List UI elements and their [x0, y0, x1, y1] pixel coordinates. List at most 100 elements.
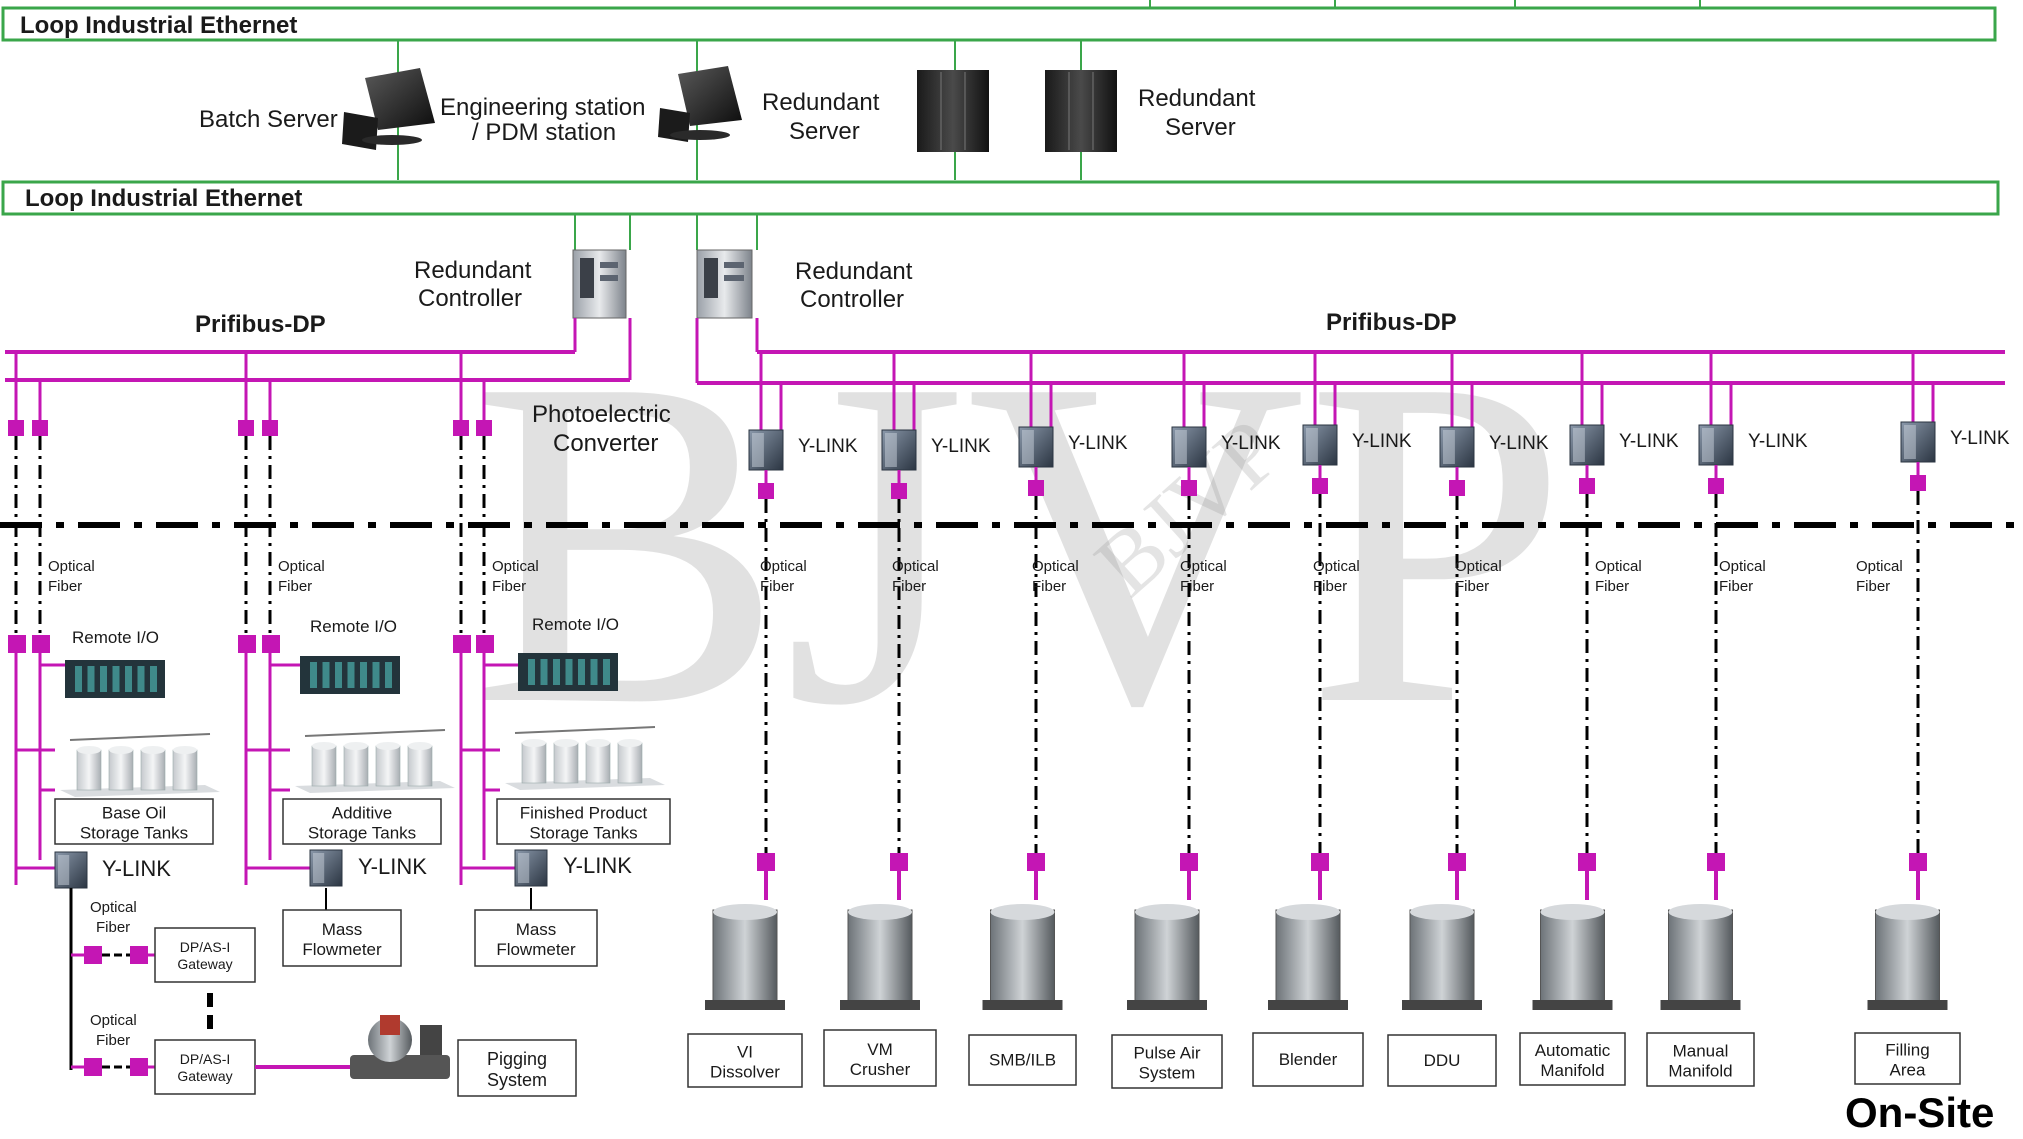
redundant-server-2: Redundant Server [1045, 70, 1256, 152]
pigging-system-box: PiggingSystem [458, 1040, 576, 1096]
equipment-base [1268, 1000, 1348, 1010]
y-link-module-icon [310, 850, 342, 886]
watermark-text: BJVP [470, 281, 1567, 802]
ethernet-top-label: Loop Industrial Ethernet [20, 12, 297, 39]
y-link-module-icon [749, 430, 783, 470]
controller-right-label-2: Controller [800, 286, 904, 313]
ethernet-loop-top: Loop Industrial Ethernet [3, 0, 1995, 40]
right-branch-9: Y-LINKOpticalFiberFillingArea [1855, 352, 2010, 1084]
profibus-left: Prifibus-DP [195, 311, 326, 338]
connector-node [1448, 853, 1466, 871]
equipment-label-box-label-1: DDU [1424, 1051, 1461, 1070]
gateway-box-2: DP/AS-IGateway [155, 1040, 255, 1094]
remote-io-slot [310, 662, 317, 688]
tank [312, 746, 336, 786]
remote-io-label: Remote I/O [72, 628, 159, 647]
tank [376, 746, 400, 786]
y-link-module-icon [1699, 425, 1733, 465]
tank-label-box-label-2: Storage Tanks [80, 824, 188, 843]
equipment-body [848, 910, 912, 1005]
equipment-icon [1268, 904, 1348, 1010]
gateway-box-1-label-1: DP/AS-I [180, 939, 231, 955]
remote-io-label: Remote I/O [310, 617, 397, 636]
optical-fiber-label-2: Fiber [760, 578, 794, 595]
gateway-box-2-label-1: DP/AS-I [180, 1051, 231, 1067]
connector-node [1180, 853, 1198, 871]
tank-top [173, 746, 197, 754]
equipment-base [983, 1000, 1063, 1010]
equipment-label-box: DDU [1388, 1035, 1496, 1086]
mass-flowmeter-box-label-2: Flowmeter [496, 940, 576, 959]
optical-fiber-label-2: Fiber [1595, 578, 1629, 595]
remote-io-slot [323, 662, 330, 688]
equipment-label-box: VMCrusher [824, 1030, 936, 1086]
connector-node [1028, 480, 1044, 496]
optical-fiber-label-1: Optical [492, 558, 539, 575]
tank-top [376, 742, 400, 750]
equipment-label-box-label-1: Automatic [1535, 1041, 1611, 1060]
tank-pipe [305, 730, 445, 736]
y-link-panel [1306, 428, 1318, 462]
pig-actuator [380, 1015, 400, 1035]
optical-fiber-label-1: Optical [760, 558, 807, 575]
remote-io-slot [113, 666, 120, 692]
optical-fiber-label-1: Optical [1032, 558, 1079, 575]
equipment-label-box-label-1: VM [867, 1040, 893, 1059]
optical-fiber-label-2: Fiber [278, 578, 312, 595]
on-site-label: On-Site [1845, 1089, 1994, 1136]
y-link-label: Y-LINK [102, 856, 171, 881]
y-link-label: Y-LINK [1950, 428, 2010, 449]
profibus-right: Prifibus-DP [1326, 309, 1457, 336]
controller-right-label-1: Redundant [795, 258, 913, 285]
tank-label-box-label-1: Additive [332, 804, 392, 823]
y-link-module-icon [1570, 425, 1604, 465]
redundant-server-1-label-2: Server [789, 118, 860, 145]
y-link-label: Y-LINK [1352, 431, 1412, 452]
tank [77, 750, 101, 790]
remote-io-slot [578, 659, 585, 685]
equipment-icon [1402, 904, 1482, 1010]
equipment-label-box-label-2: Manifold [1540, 1061, 1604, 1080]
y-link-panel [1443, 430, 1455, 464]
equipment-label-box-label-1: Filling [1885, 1041, 1929, 1060]
tank-label-box-label-2: Storage Tanks [308, 824, 416, 843]
optical-fiber-label-1: Optical [90, 1012, 137, 1029]
equipment-label-box: VIDissolver [688, 1034, 802, 1087]
redundant-server-1-label-1: Redundant [762, 89, 880, 116]
y-link-label: Y-LINK [1068, 433, 1128, 454]
connector-node [1579, 478, 1595, 494]
y-link-panel [1702, 428, 1714, 462]
y-link-panel [1904, 425, 1916, 459]
connector-node [1707, 853, 1725, 871]
connector-node [1910, 475, 1926, 491]
y-link-module-icon [1901, 422, 1935, 462]
profibus-right-label: Prifibus-DP [1326, 309, 1457, 336]
remote-io-slot [603, 659, 610, 685]
equipment-icon [983, 904, 1063, 1010]
remote-io-slot [125, 666, 132, 692]
y-link-label: Y-LINK [798, 436, 858, 457]
connector-node [1449, 480, 1465, 496]
connector-node [453, 420, 469, 436]
gateway-box-2-frame [155, 1040, 255, 1094]
connector-node [8, 635, 26, 653]
remote-io-module-icon [300, 656, 400, 694]
engineering-station-label-2: / PDM station [472, 119, 616, 146]
y-link-panel [752, 433, 764, 467]
remote-io-slot [360, 662, 367, 688]
remote-io-slot [541, 659, 548, 685]
remote-io-slot [348, 662, 355, 688]
profibus-left-label: Prifibus-DP [195, 311, 326, 338]
tank-label-box-label-1: Finished Product [520, 804, 648, 823]
connector-node [84, 1058, 102, 1076]
watermark: BJVP BJVP [470, 281, 1567, 802]
y-link-panel [313, 853, 324, 883]
optical-fiber-label-1: Optical [48, 558, 95, 575]
equipment-top [848, 904, 912, 920]
equipment-label-box-label-2: Area [1890, 1061, 1926, 1080]
connector-node [84, 946, 102, 964]
connector-node [8, 420, 24, 436]
